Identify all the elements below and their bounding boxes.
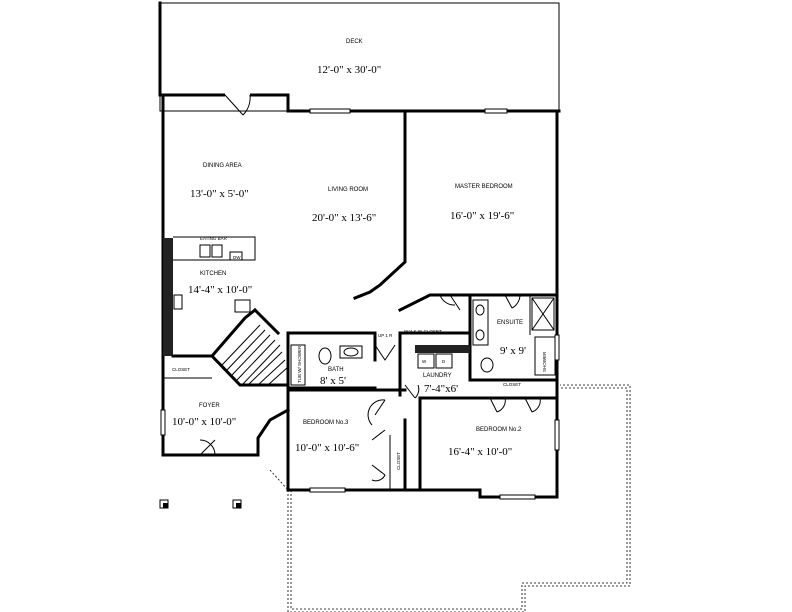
dryer-label: D [442,359,446,364]
tub-shower-label: TUB W/ SHOWER [297,345,302,383]
laundry-size: 7'-4"x6' [424,383,458,395]
kitchen-label: KITCHEN [200,271,226,277]
bath-fixtures [290,344,363,386]
ensuite-fixtures [472,297,556,376]
foyer-closet-label: CLOSET [172,367,190,372]
bed3-closet-label: CLOSET [396,452,401,470]
deck-door [224,93,251,116]
up-label: UP 1 R [378,333,393,338]
ensuite-label: ENSUITE [497,320,523,326]
living-label: LIVING ROOM [328,187,368,193]
porch-posts [159,499,242,509]
stairs [221,324,289,386]
kitchen-fixtures [173,244,251,313]
laundry-label: LAUNDRY [423,373,452,379]
washer-label: W [422,359,427,364]
dw-label: DW [233,255,241,260]
dining-size: 13'-0" x 5'-0" [190,188,249,200]
interior-walls [163,109,559,492]
bath-label: BATH [328,367,344,373]
shower-label: SHOWER [542,351,547,372]
master-size: 16'-0" x 19'-6" [450,210,514,222]
dining-label: DINING AREA [203,163,242,169]
walk-in-closet-label: WALK IN CLOSET [404,329,442,334]
windows [160,108,560,500]
kitchen-size: 14'-4" x 10'-0" [188,284,252,296]
deck-label: DECK [346,39,363,45]
foyer-size: 10'-0" x 10'-0" [172,416,236,428]
bed2-closet-label: CLOSET [503,382,521,387]
garage-outline [269,384,631,612]
laundry-machines [417,353,453,369]
bedroom3-size: 10'-0" x 10'-6" [295,442,359,454]
bath-size: 8' x 5' [320,375,346,387]
eating-bar-label: EATING BAR [200,236,228,241]
foyer-label: FOYER [199,403,220,409]
living-size: 20'-0" x 13'-6" [312,212,376,224]
door-swings [199,294,541,482]
bedroom2-label: BEDROOM No.2 [476,427,522,433]
ensuite-size: 9' x 9' [500,345,526,357]
bedroom3-label: BEDROOM No.3 [303,420,349,426]
bedroom2-size: 16'-4" x 10'-0" [448,446,512,458]
deck-size: 12'-0" x 30'-0" [317,64,381,76]
master-label: MASTER BEDROOM [455,184,513,190]
